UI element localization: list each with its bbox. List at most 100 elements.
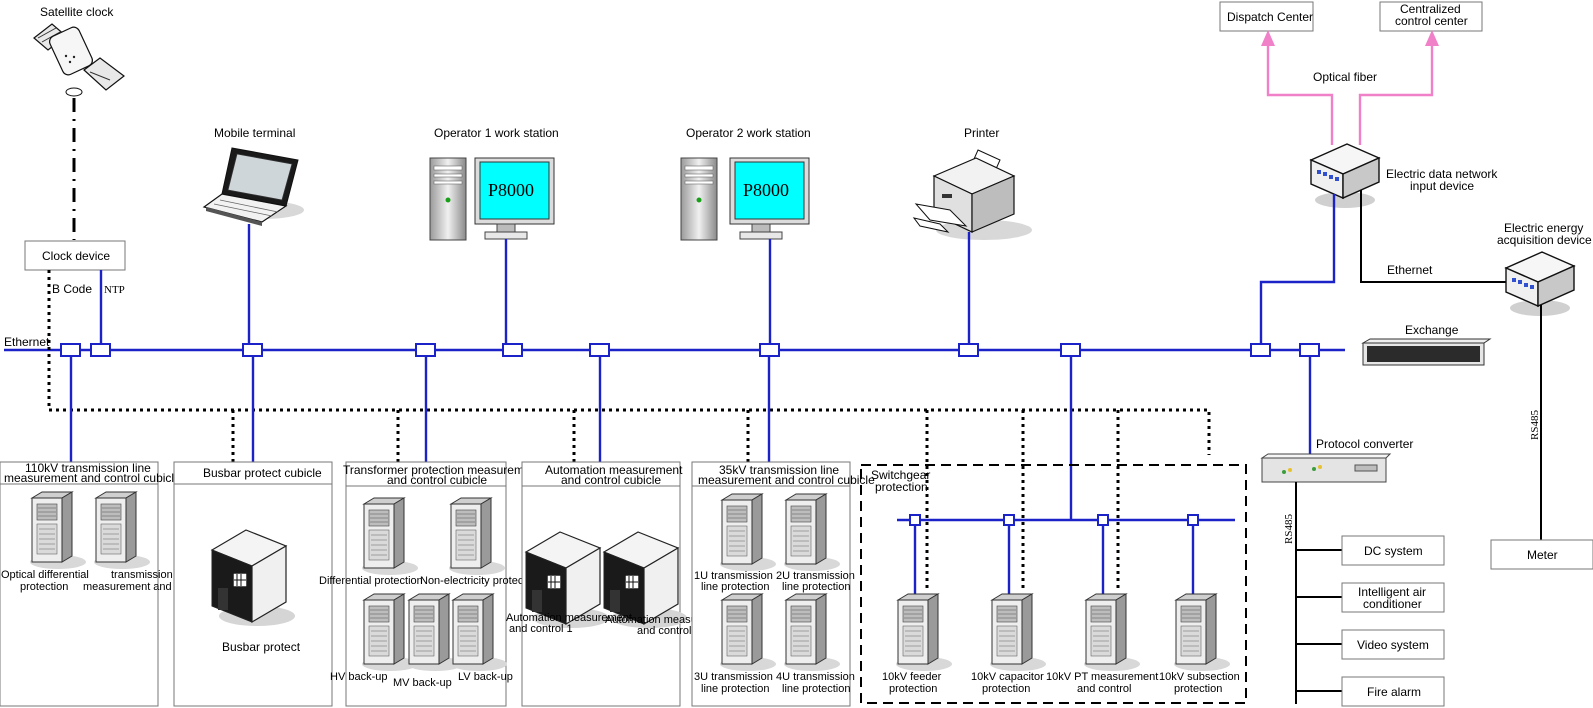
satellite-icon: [33, 23, 125, 97]
exchange-switch-icon[interactable]: [1361, 338, 1492, 366]
lv-backup-label: LV back-up: [458, 671, 513, 683]
capacitor-label-1: 10kV capacitor: [971, 671, 1044, 683]
bus-node-b-code: [60, 343, 81, 357]
air-label-2: conditioner: [1363, 597, 1422, 611]
capacitor-server-icon[interactable]: [989, 593, 1047, 672]
bus-node-mobile: [242, 343, 263, 357]
1u-label-2: line protection: [701, 581, 770, 593]
exchange-label: Exchange: [1405, 323, 1459, 337]
cubicle-35kv-title-2: measurement and control cubicle: [698, 473, 875, 487]
fire-alarm-box[interactable]: [1341, 676, 1445, 707]
subsection-server-icon[interactable]: [1173, 593, 1231, 672]
bus-node-operator2: [759, 343, 780, 357]
switchgear-label-2: protection: [875, 480, 928, 494]
cubicle-transformer-title-2: and control cubicle: [387, 473, 487, 487]
video-system-box[interactable]: [1341, 629, 1445, 660]
switchgear-node-feeder: [909, 514, 921, 526]
protocol-converter-label: Protocol converter: [1316, 437, 1413, 451]
differential-label: Differential protection: [319, 575, 423, 587]
protocol-converter-icon[interactable]: [1260, 453, 1392, 483]
bus-node-operator1: [502, 343, 523, 357]
dispatch-center-box[interactable]: [1219, 1, 1314, 32]
automation1-label-2: and control 1: [509, 623, 573, 635]
hv-backup-label: HV back-up: [330, 671, 387, 683]
bus-node-protocol: [1299, 343, 1320, 357]
edn-device-icon[interactable]: [1310, 143, 1380, 209]
cubicle-automation-title-1: Automation measurement: [545, 463, 683, 477]
edn-eead-ethernet-link: [1360, 190, 1510, 283]
cubicle-35kv-title-1: 35kV transmission line: [719, 463, 839, 477]
air-conditioner-box[interactable]: [1341, 582, 1445, 613]
dc-system-box[interactable]: [1341, 535, 1445, 566]
ethernet-left-label: Ethernet: [4, 335, 50, 349]
clock-device-box[interactable]: [24, 240, 126, 271]
capacitor-label-2: protection: [982, 683, 1030, 695]
switchgear-node-subsection: [1187, 514, 1199, 526]
feeder-label-1: 10kV feeder: [882, 671, 942, 683]
dc-system-label: DC system: [1364, 544, 1423, 558]
3u-label-2: line protection: [701, 683, 770, 695]
printer-icon[interactable]: [912, 149, 1032, 240]
operator1-screen-text: P8000: [488, 180, 534, 200]
ntp-label: NTP: [104, 284, 125, 296]
centralized-control-box[interactable]: [1379, 1, 1483, 32]
air-label-1: Intelligent air: [1358, 585, 1426, 599]
clock-device-label: Clock device: [42, 249, 110, 263]
dispatch-arrow-icon: [1261, 30, 1275, 46]
video-system-label: Video system: [1357, 638, 1429, 652]
busbar-protect-label: Busbar protect: [222, 640, 301, 654]
subsection-label-1: 10kV subsection: [1159, 671, 1240, 683]
bus-node-ntp: [90, 343, 111, 357]
transmission-line-label-1: transmission line: [111, 569, 193, 581]
2u-label-2: line protection: [782, 581, 851, 593]
bus-node-edn: [1250, 343, 1271, 357]
cubicle-transformer-title-1: Transformer protection measurement: [343, 463, 541, 477]
rs485-left-label: RS485: [1283, 514, 1295, 544]
printer-label: Printer: [964, 126, 999, 140]
optical-fiber-label: Optical fiber: [1313, 70, 1377, 84]
optical-differential-label-2: protection: [20, 581, 68, 593]
b-code-distribution-line: [49, 408, 1211, 455]
cubicle-110kv-title-1: 110kV transmission line: [25, 461, 151, 475]
laptop-icon[interactable]: [202, 147, 304, 226]
edn-label-1: Electric data network: [1386, 167, 1498, 181]
busbar-protect-device-icon[interactable]: [211, 529, 296, 627]
cubicle-110kv-title-2: measurement and control cubicle: [4, 471, 181, 485]
pt-label-1: 10kV PT measurement: [1046, 671, 1158, 683]
centralized-label-1: Centralized: [1400, 2, 1461, 16]
1u-label-1: 1U transmission: [694, 570, 773, 582]
feeder-label-2: protection: [889, 683, 937, 695]
eead-label-2: acquisition device: [1497, 233, 1592, 247]
centralized-label-2: control center: [1395, 14, 1468, 28]
bus-node-transformer: [415, 343, 436, 357]
dispatch-center-label: Dispatch Center: [1227, 10, 1313, 24]
rs485-right-label: RS485: [1529, 410, 1541, 440]
3u-label-1: 3U transmission: [694, 671, 773, 683]
switchgear-protection-area[interactable]: [860, 464, 1247, 704]
switchgear-label-1: Switchgear: [871, 468, 930, 482]
centralized-arrow-icon: [1425, 30, 1439, 46]
eead-label-1: Electric energy: [1504, 221, 1583, 235]
edn-link: [1259, 194, 1336, 350]
automation2-label-2: and control 2: [637, 625, 701, 637]
operator1-computer-icon[interactable]: P8000: [429, 157, 555, 241]
cubicle-automation-title-2: and control cubicle: [561, 473, 661, 487]
mv-backup-label: MV back-up: [393, 677, 452, 689]
operator2-screen-text: P8000: [743, 180, 789, 200]
pt-label-2: and control: [1077, 683, 1131, 695]
pt-server-icon[interactable]: [1083, 593, 1141, 672]
optical-differential-label-1: Optical differential: [1, 569, 89, 581]
bus-node-printer: [958, 343, 979, 357]
bus-node-switchgear: [1060, 343, 1081, 357]
operator2-label: Operator 2 work station: [686, 126, 811, 140]
bus-nodes: [60, 343, 1320, 357]
optical-fiber-line: [1266, 44, 1334, 145]
subsection-label-2: protection: [1174, 683, 1222, 695]
operator1-label: Operator 1 work station: [434, 126, 559, 140]
non-electricity-label: Non-electricity protection: [420, 575, 541, 587]
meter-box[interactable]: [1490, 539, 1593, 570]
feeder-server-icon[interactable]: [895, 593, 953, 672]
meter-label: Meter: [1527, 548, 1558, 562]
operator2-computer-icon[interactable]: P8000: [680, 157, 810, 241]
